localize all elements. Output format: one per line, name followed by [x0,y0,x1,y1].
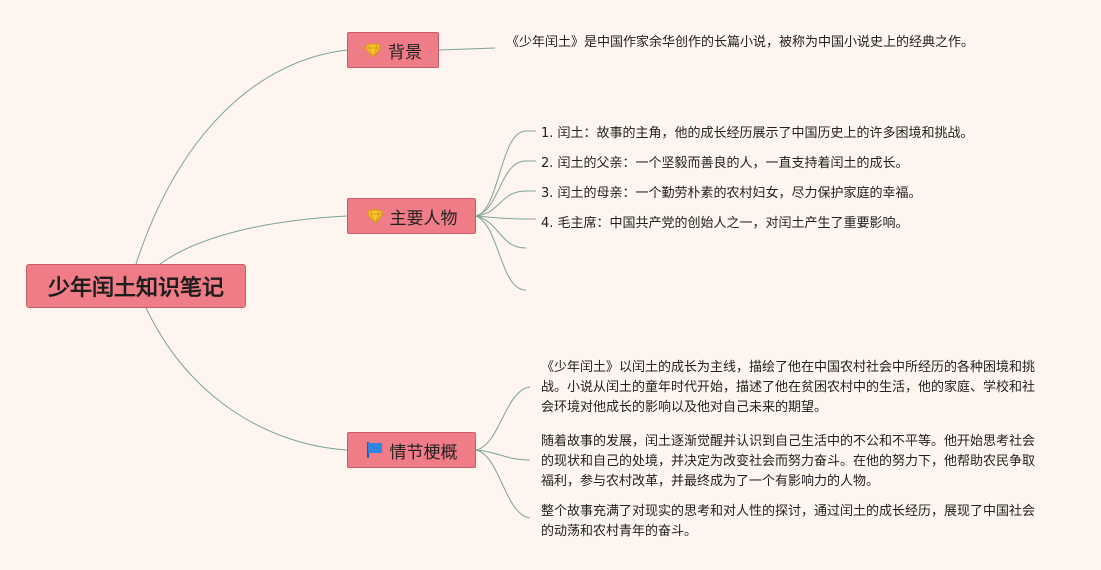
connector-plot-3 [475,449,531,519]
branch-plot[interactable]: 情节梗概 [347,432,476,468]
connector-background-text [438,47,496,51]
plot-paragraph: 整个故事充满了对现实的思考和对人性的探讨，通过闰土的成长经历，展现了中国社会的动… [541,504,1036,539]
connector-char-5 [475,215,527,249]
character-item: 3. 闰土的母亲：一个勤劳朴素的农村妇女，尽力保护家庭的幸福。 [541,186,922,201]
connector-char-2 [475,160,536,217]
branch-characters-label: 主要人物 [389,208,458,229]
diamond-icon [364,41,382,59]
character-item: 2. 闰土的父亲：一个坚毅而善良的人，一直支持着闰土的成长。 [541,156,909,171]
connector-plot-1 [475,386,531,451]
plot-paragraph: 随着故事的发展，闰土逐渐觉醒并认识到自己生活中的不公和不平等。他开始思考社会的现… [541,434,1036,489]
connector-root-characters [159,215,348,265]
branch-background[interactable]: 背景 [347,32,439,68]
connector-root-plot [145,307,348,451]
background-text: 《少年闰土》是中国作家余华创作的长篇小说，被称为中国小说史上的经典之作。 [506,35,975,50]
character-item: 4. 毛主席：中国共产党的创始人之一，对闰土产生了重要影响。 [541,216,909,231]
root-node[interactable]: 少年闰土知识笔记 [26,264,246,308]
connector-root-background [135,49,348,265]
branch-plot-label: 情节梗概 [389,442,458,463]
diamond-icon [365,207,384,225]
connector-char-4 [475,215,536,220]
connector-char-1 [475,130,536,217]
branch-characters[interactable]: 主要人物 [347,198,476,234]
plot-paragraph: 《少年闰土》以闰土的成长为主线，描绘了他在中国农村社会中所经历的各种困境和挑战。… [541,360,1036,415]
flag-icon [366,441,384,459]
connector-char-3 [475,190,536,217]
root-label: 少年闰土知识笔记 [47,276,224,301]
connector-plot-2 [475,449,531,461]
character-item: 1. 闰土：故事的主角，他的成长经历展示了中国历史上的许多困境和挑战。 [541,126,974,141]
branch-background-label: 背景 [388,42,422,63]
connector-char-6 [475,215,527,291]
